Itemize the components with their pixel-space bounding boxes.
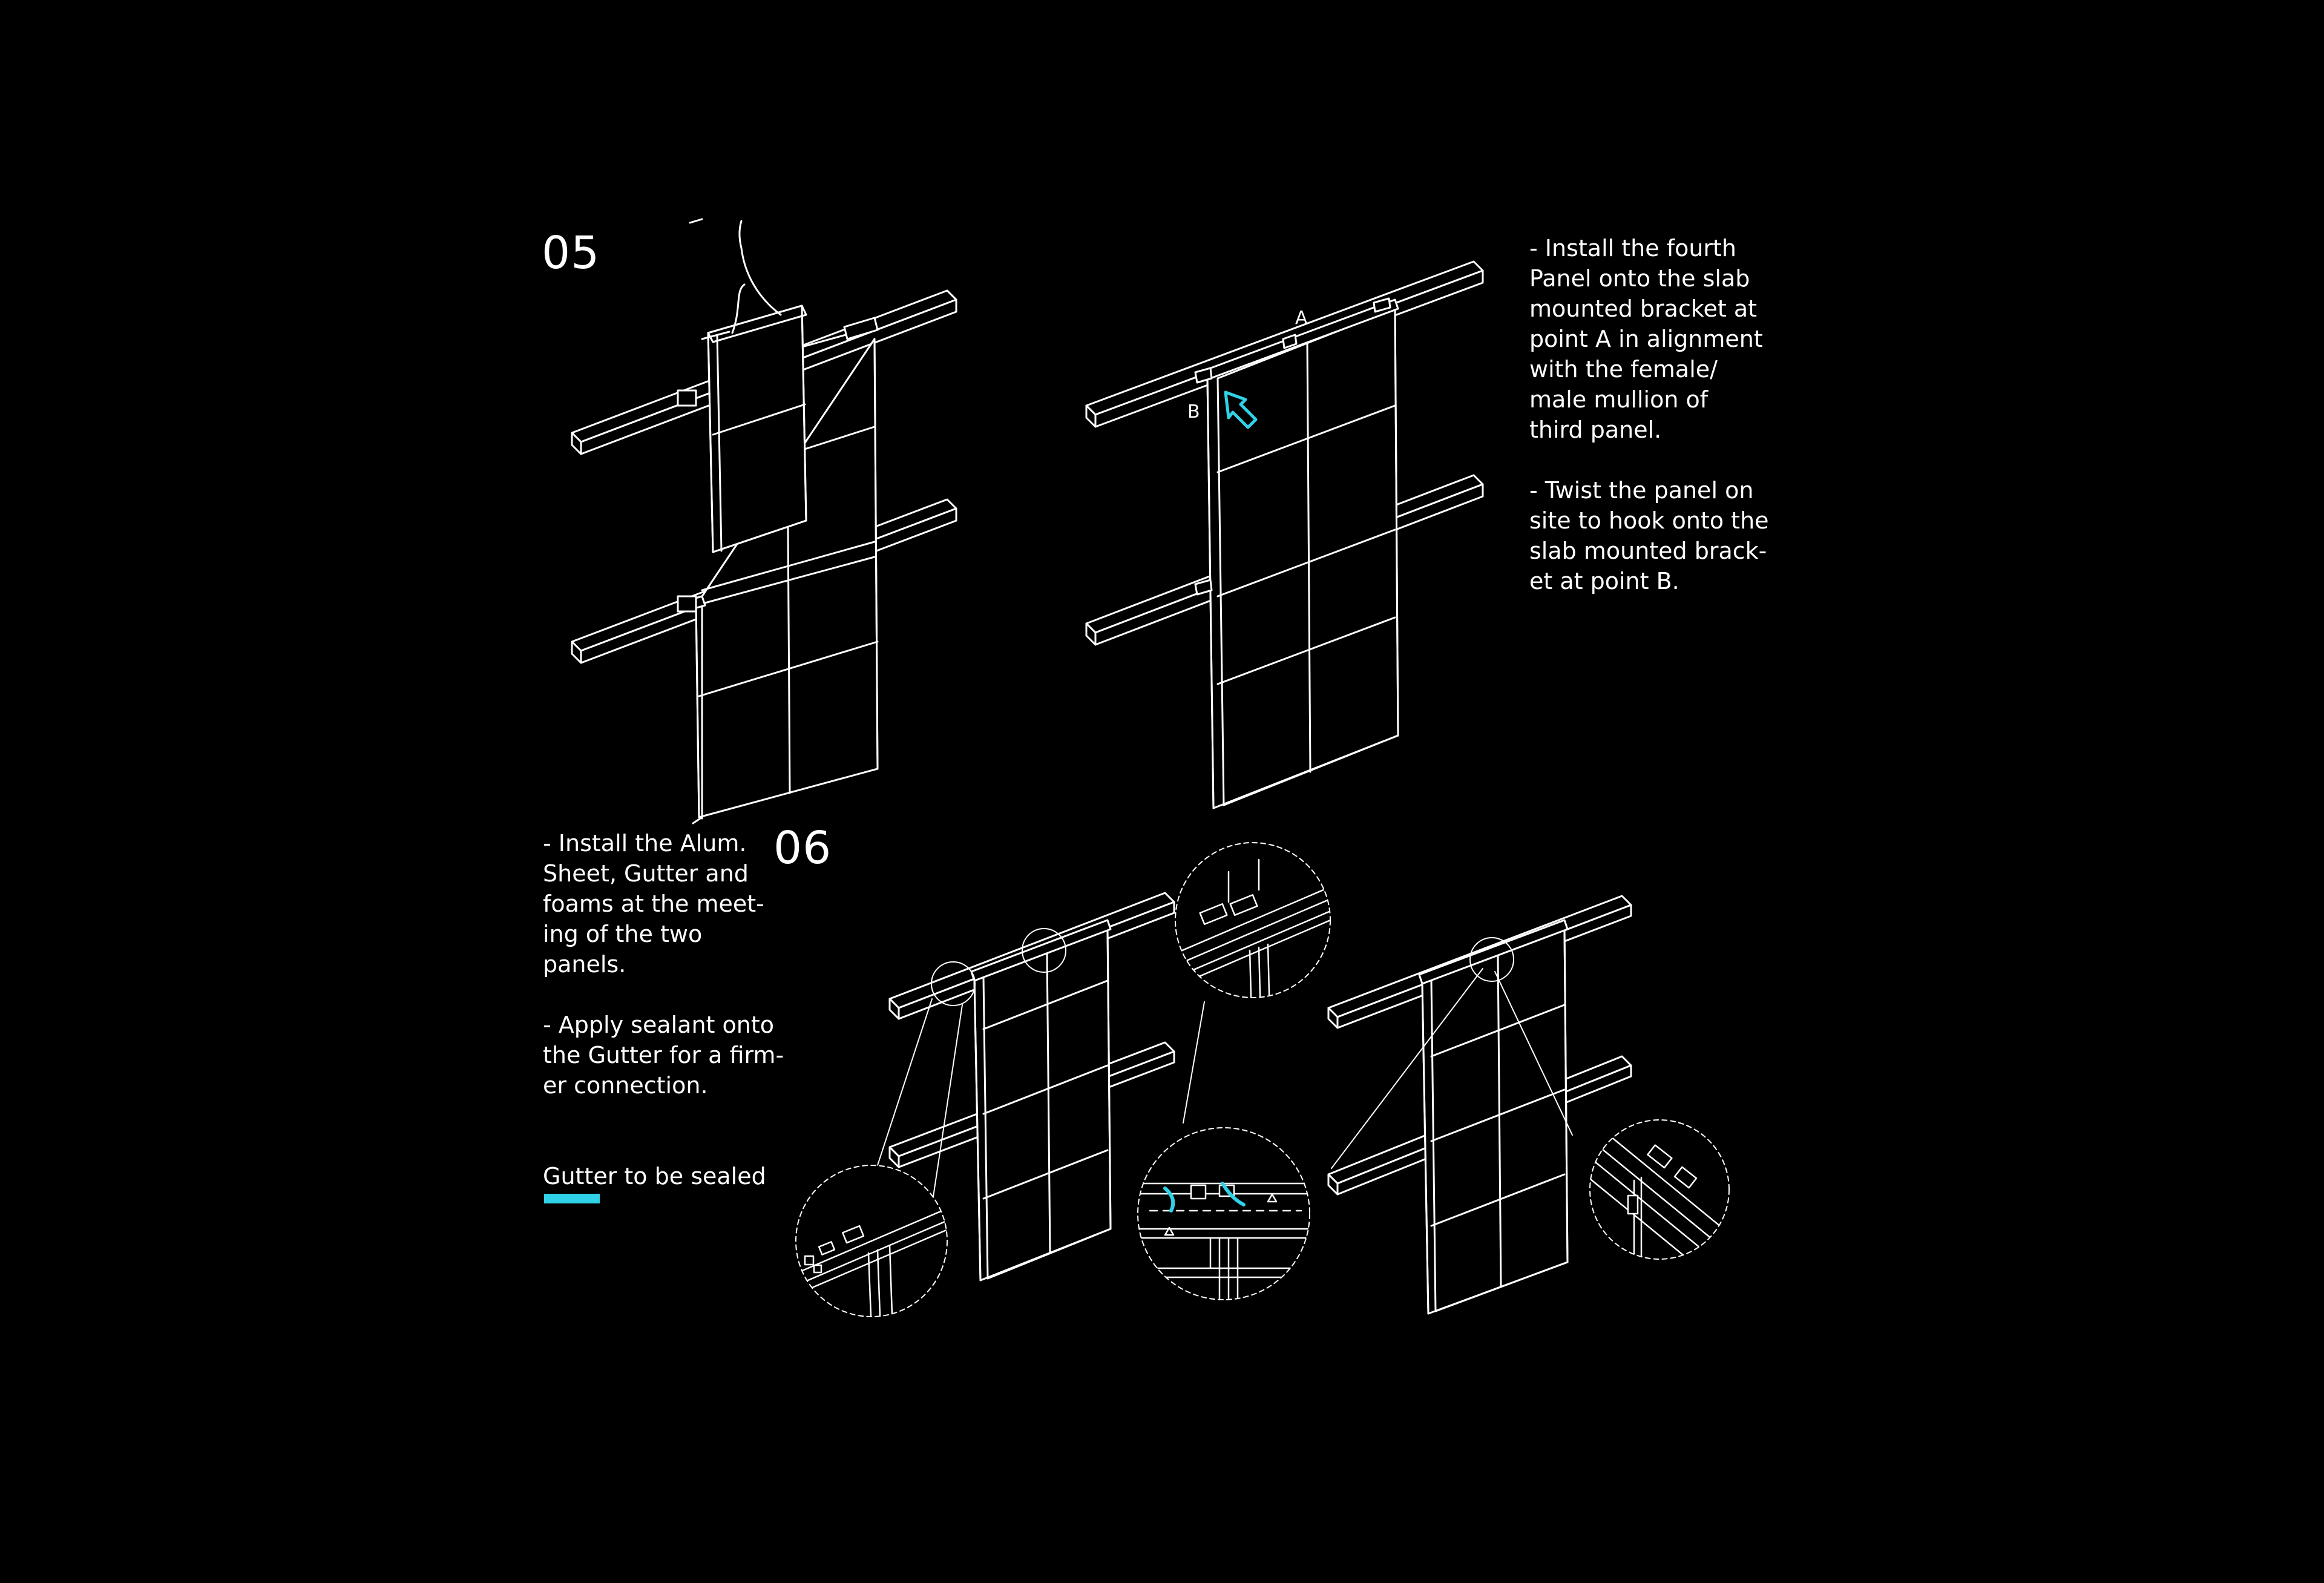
step5-instruction-a: - Install the fourth Panel onto the slab…: [1529, 235, 1763, 443]
bracket-left-lower: [677, 595, 697, 613]
fourth-panel: [1194, 297, 1399, 809]
point-a-label: A: [1295, 308, 1308, 329]
point-b-label: B: [1187, 401, 1200, 423]
arrow-up-left-icon: [1224, 390, 1258, 429]
gutter-seal-mark-right: [1221, 1182, 1246, 1206]
step6-instruction-a: - Install the Alum. Sheet, Gutter and fo…: [543, 830, 764, 978]
step5-left-assembly: [571, 218, 957, 824]
step6-instruction-b: - Apply sealant onto the Gutter for a fi…: [543, 1012, 784, 1099]
callout-marker-6l-a: [931, 961, 976, 1006]
legend-label: Gutter to be sealed: [543, 1163, 766, 1190]
step-number-06: 06: [773, 822, 832, 874]
panel-6l: [970, 919, 1112, 1282]
detail-circle-bracket-left: [795, 1165, 948, 1317]
bracket-left-upper: [677, 389, 697, 407]
lifting-cable: [689, 218, 782, 334]
panel-6r: [1418, 919, 1569, 1315]
legend-swatch-cyan: [544, 1194, 600, 1203]
callout-marker-6l-b: [1022, 928, 1066, 973]
step6-right-assembly: [1183, 895, 1632, 1315]
callout-marker-6r: [1469, 937, 1514, 982]
step5-right-assembly: A B: [1085, 260, 1484, 809]
step5-instruction-b: - Twist the panel on site to hook onto t…: [1529, 477, 1769, 594]
detail-circle-top-joint: [1175, 842, 1331, 998]
detail-circle-bracket-right: [1589, 1119, 1730, 1260]
detail-circle-gutter: [1137, 1127, 1310, 1300]
gutter-seal-mark-left: [1163, 1186, 1175, 1213]
step6-left-assembly: [877, 892, 1175, 1282]
step-number-05: 05: [542, 227, 600, 279]
lifted-panel: [701, 304, 807, 553]
